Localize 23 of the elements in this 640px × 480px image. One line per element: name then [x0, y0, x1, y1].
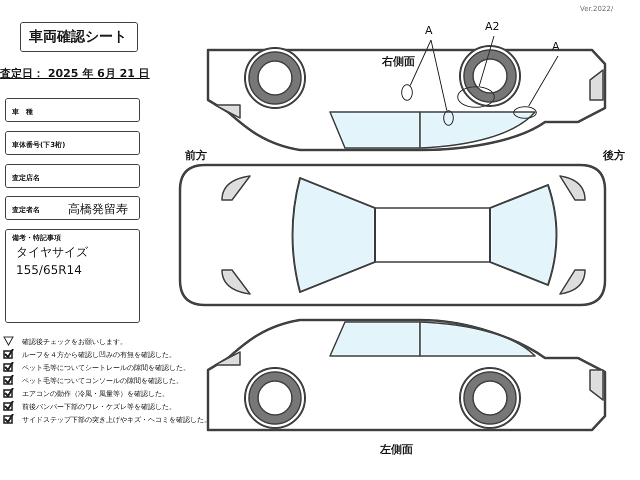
- field-value: 高橋発留寿: [68, 201, 128, 218]
- damage-ellipse: [513, 106, 537, 119]
- form-field: [5, 164, 140, 188]
- side-label: 右側面: [382, 54, 415, 69]
- date-line: 査定日： 2025 年 6月 21 日: [0, 66, 150, 81]
- side-label: 前方: [185, 148, 207, 163]
- side-label: 左側面: [380, 442, 413, 457]
- damage-code: A: [425, 24, 433, 38]
- damage-ellipse: [401, 84, 413, 101]
- leader-line: [410, 40, 432, 86]
- form-field: [5, 131, 140, 155]
- damage-code: A2: [485, 20, 500, 34]
- damage-ellipse: [443, 110, 454, 126]
- form-field: [5, 196, 140, 220]
- field-value: タイヤサイズ: [16, 244, 88, 261]
- form-field: [5, 98, 140, 122]
- damage-ellipse: [457, 86, 495, 108]
- leader-line: [528, 56, 558, 107]
- leader-line: [430, 40, 448, 111]
- field-value: 155/65R14: [16, 263, 82, 277]
- title-box: 車両確認シート: [20, 22, 138, 52]
- form-field: [5, 229, 140, 323]
- side-label: 後方: [603, 148, 625, 163]
